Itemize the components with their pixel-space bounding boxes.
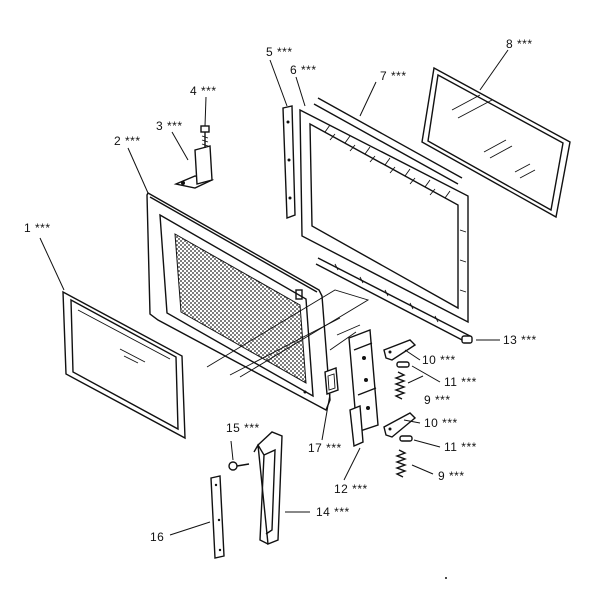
mounting-plane-lines [206,289,370,378]
part-8-outer-glass [421,66,571,219]
part-12-latch-plate [348,329,379,448]
callout-4: 4 *** [190,84,217,98]
callout-6: 6 *** [290,63,317,77]
callout-10-upper: 10 *** [422,353,456,367]
part-10-latch-hook-upper [383,339,417,361]
part-11-pin-lower [399,435,413,442]
stray-dot [445,577,447,579]
callout-15: 15 *** [226,421,260,435]
callout-13: 13 *** [503,333,537,347]
part-9-spring-upper [394,371,406,400]
callout-12: 12 *** [334,482,368,496]
part-6-7-choke-frame [299,97,471,343]
part-5-hinge-strip [282,105,296,219]
callout-14: 14 *** [316,505,350,519]
part-3-bracket [173,145,215,189]
part-11-pin-upper [396,361,410,368]
leader-lines [39,49,509,536]
callout-9-lower: 9 *** [438,469,465,483]
callout-1: 1 *** [24,221,51,235]
callout-9-upper: 9 *** [424,393,451,407]
part-16-handle-bar [210,475,225,559]
callout-10-lower: 10 *** [424,416,458,430]
callout-11-lower: 11 *** [444,440,477,454]
callout-8: 8 *** [506,37,533,51]
part-13-clip [461,335,473,344]
callout-2: 2 *** [114,134,141,148]
part-9-spring-lower [395,449,407,478]
part-1-inner-glass [62,290,186,440]
part-4-screw [200,125,210,148]
callout-17: 17 *** [308,441,342,455]
callout-16: 16 [150,530,164,544]
part-17-latch-lever [324,367,339,395]
callout-7: 7 *** [380,69,407,83]
part-15-screw [228,461,250,471]
part-2-door-frame [146,192,331,411]
callout-5: 5 *** [266,45,293,59]
callout-11-upper: 11 *** [444,375,477,389]
part-14-door-handle [253,431,283,545]
callout-3: 3 *** [156,119,183,133]
part-10-latch-hook-lower [383,412,417,438]
